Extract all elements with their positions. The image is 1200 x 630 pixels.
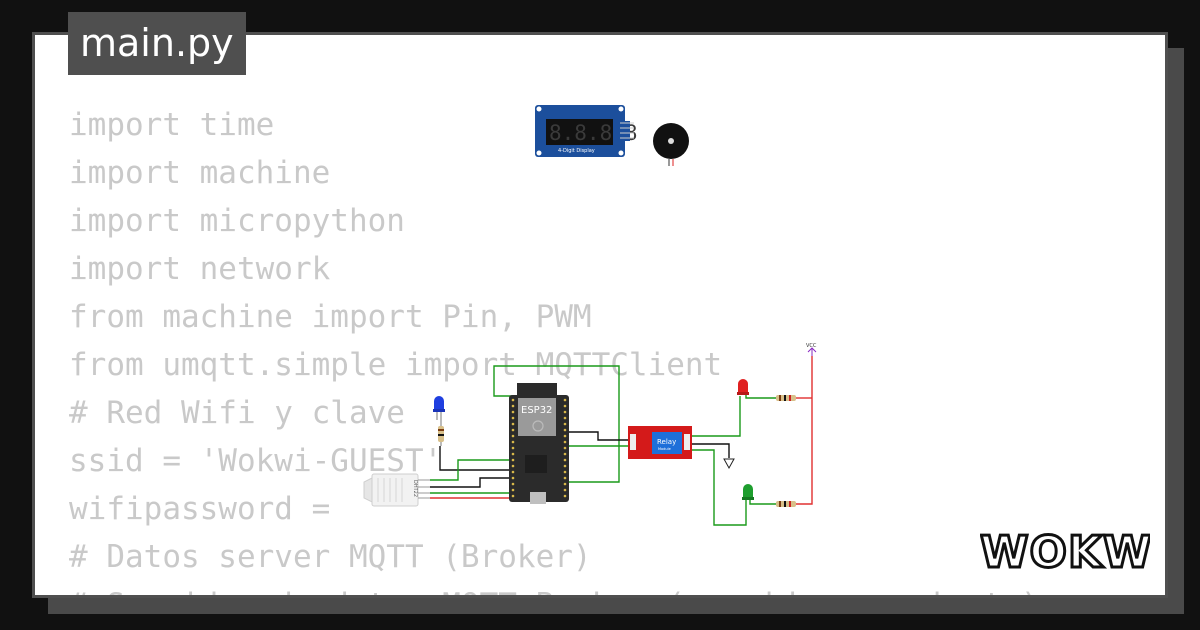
wire-relay-red-led [690,396,741,437]
buzzer[interactable] [653,123,689,166]
code-line: import micropython [69,203,405,239]
red-led[interactable] [737,379,749,395]
four-digit-display[interactable]: 8.8.8.8 4-Digit Display [535,105,638,157]
resistor-red [776,395,796,401]
wire-blue-led [439,446,512,471]
relay-module[interactable]: Relay Module [628,426,692,459]
resistor-green [776,501,796,507]
code-preview: import time import machine import micropyt… [69,101,1040,595]
code-line: # Red Wifi y clave [69,395,405,431]
blue-led[interactable] [433,396,445,420]
display-label: 4-Digit Display [558,148,595,154]
code-line: import time [69,107,275,143]
wire-dht-1 [430,459,512,481]
vcc-symbol: VCC [806,343,817,356]
dht22-sensor[interactable]: DHT22 [363,473,430,507]
esp32-label: ESP32 [521,405,552,416]
filename-tab[interactable]: main.py [68,12,246,75]
relay-sublabel: Module [658,447,671,451]
code-line: from machine import Pin, PWM [69,299,592,335]
wire-relay-gnd [690,443,730,458]
wire-top-loop [493,365,620,483]
code-line: wifipassword = [69,491,349,527]
green-led[interactable] [742,484,754,500]
wires [430,356,813,526]
esp32-pins [511,398,567,498]
wire-relay-signal [566,431,628,441]
wokwi-logo: WOKWi [980,526,1150,576]
ground-symbol [723,458,735,470]
code-line: # Datos server MQTT (Broker) [69,539,592,575]
vcc-label: VCC [806,343,817,349]
code-line: import machine [69,155,331,191]
wire-relay-green-led [690,449,747,526]
relay-label: Relay [657,438,676,446]
dht-label: DHT22 [412,480,418,497]
esp32-board[interactable]: ESP32 [509,383,569,504]
wire-vcc-rail [796,356,813,505]
resistor-blue [438,420,444,446]
wire-dht-2 [430,477,512,488]
wokwi-logo-text: WOKWi [980,527,1150,576]
code-line: ssid = 'Wokwi-GUEST' [69,443,443,479]
code-line: from umqtt.simple import MQTTClient [69,347,723,383]
code-line: import network [69,251,331,287]
code-line: # Servidor de datos MQTT Broker (servido… [69,581,1040,595]
wire-red-led-res [745,392,776,399]
